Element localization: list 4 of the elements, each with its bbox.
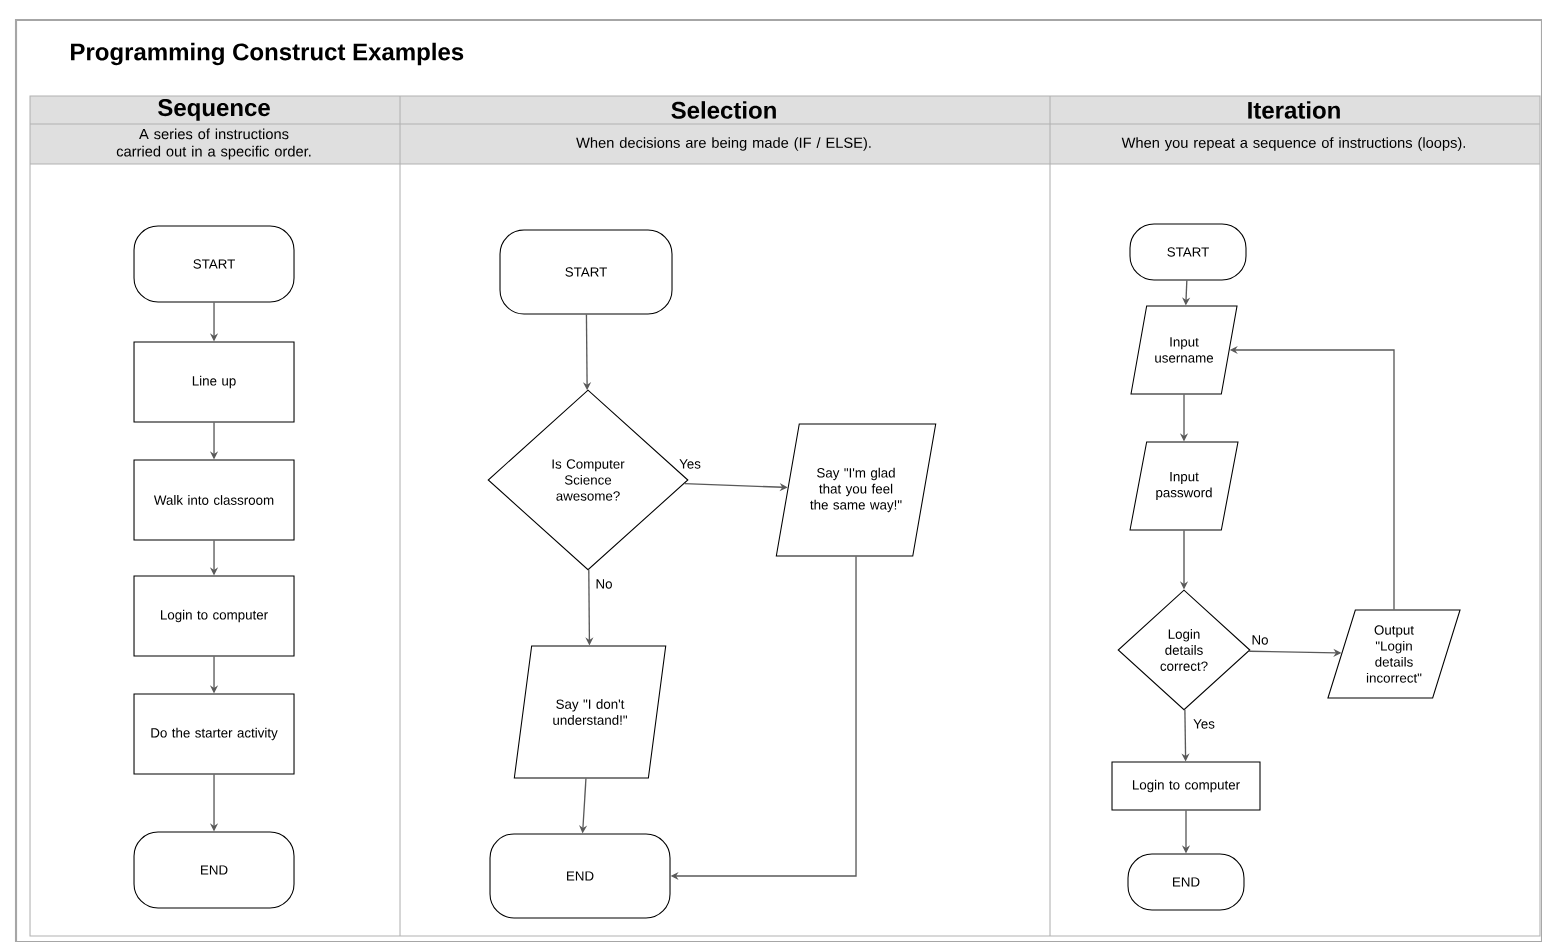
title: Programming Construct Examples [71, 42, 464, 66]
column-heading: Sequence [158, 99, 270, 121]
column-heading: Iteration [1248, 101, 1340, 119]
column-heading: Selection [671, 101, 776, 119]
